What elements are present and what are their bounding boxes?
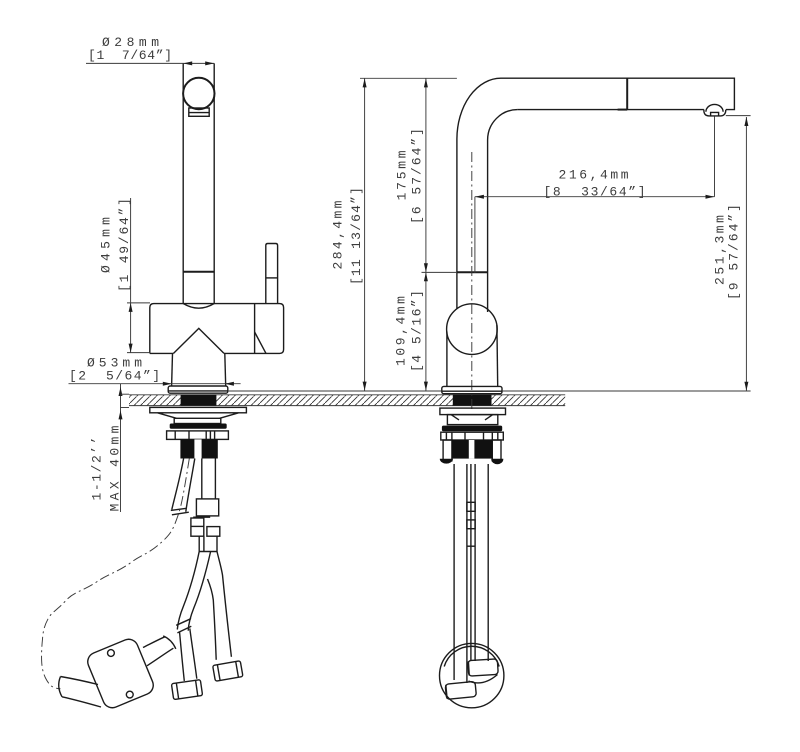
svg-text:Ø45mm: Ø45mm — [99, 217, 114, 273]
svg-text:[8 33/64”]: [8 33/64”] — [544, 185, 646, 200]
svg-text:[6 57/64”]: [6 57/64”] — [410, 128, 425, 224]
svg-text:[1 49/64”]: [1 49/64”] — [117, 198, 132, 292]
svg-text:216,4mm: 216,4mm — [559, 168, 629, 183]
svg-text:Ø28mm: Ø28mm — [102, 35, 159, 50]
svg-text:175mm: 175mm — [395, 150, 410, 200]
svg-text:1-1/2’’: 1-1/2’’ — [90, 437, 105, 501]
svg-text:251,3mm: 251,3mm — [713, 215, 728, 285]
svg-text:[9 57/64”]: [9 57/64”] — [727, 204, 742, 300]
svg-text:[2 5/64”]: [2 5/64”] — [69, 369, 160, 384]
svg-text:284,4mm: 284,4mm — [331, 200, 346, 269]
svg-text:[1 7/64”]: [1 7/64”] — [88, 48, 172, 63]
svg-text:[11 13/64”]: [11 13/64”] — [349, 187, 364, 285]
svg-text:109,4mm: 109,4mm — [394, 296, 409, 366]
svg-text:[4 5/16”]: [4 5/16”] — [410, 290, 425, 372]
svg-text:Ø53mm: Ø53mm — [87, 356, 142, 371]
